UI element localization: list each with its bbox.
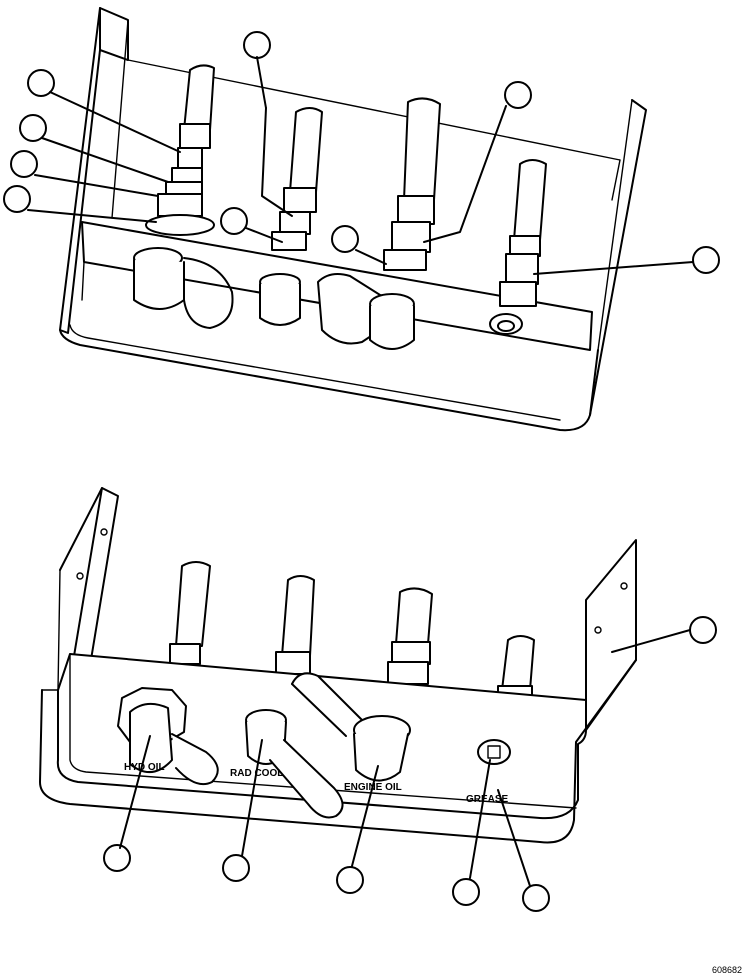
callout-circle (220, 207, 248, 235)
grease-fitting (477, 739, 511, 765)
callout-circle (243, 31, 271, 59)
hose-8 (497, 635, 535, 701)
callout-circle (103, 844, 131, 872)
callout-circle (19, 114, 47, 142)
bottom-view-front-panel: HYD OIL RAD COOL ENGINE OIL GREASE (39, 487, 637, 844)
hyd-oil-coupler (117, 687, 219, 786)
engine-oil-coupler (291, 672, 411, 782)
hose-7 (387, 587, 433, 685)
callout-circle (504, 81, 532, 109)
label-grease: GREASE (466, 794, 509, 805)
callout-circle (522, 884, 550, 912)
callout-circle (3, 185, 31, 213)
callout-circle (10, 150, 38, 178)
callout-circle (692, 246, 720, 274)
hose-3 (383, 97, 441, 271)
leader-lines (27, 56, 694, 887)
callout-circle (222, 854, 250, 882)
callout-circle (689, 616, 717, 644)
callout-circle (336, 866, 364, 894)
hose-5 (169, 561, 211, 665)
callout-circle (452, 878, 480, 906)
callout-circle (27, 69, 55, 97)
rad-cool-coupler (245, 709, 344, 819)
hose-6 (275, 575, 315, 675)
top-grease-fitting (489, 313, 523, 335)
top-coupler-engine (317, 273, 415, 350)
top-coupler-hyd (133, 247, 234, 329)
figure-id: 608682 (712, 965, 742, 975)
top-view-rear-panel (59, 7, 647, 432)
hose-1 (145, 64, 215, 236)
top-coupler-rad (259, 273, 301, 326)
callout-circle (331, 225, 359, 253)
callout-circles (3, 31, 720, 912)
hose-4 (499, 159, 547, 307)
hose-2 (271, 107, 323, 251)
label-hyd-oil: HYD OIL (124, 762, 165, 773)
